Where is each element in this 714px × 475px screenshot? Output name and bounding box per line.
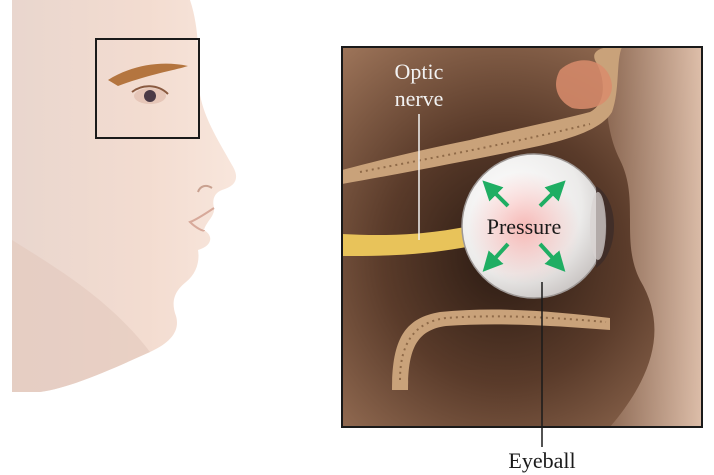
cornea-highlight <box>590 192 606 260</box>
eyeball-label: Eyeball <box>508 448 575 473</box>
iris-profile <box>144 90 156 102</box>
cross-section-panel: Pressure Optic nerve <box>342 47 702 427</box>
head-profile <box>12 0 236 392</box>
optic-nerve-label-line1: Optic <box>395 59 444 84</box>
optic-nerve-label-line2: nerve <box>395 86 444 111</box>
pressure-label: Pressure <box>487 214 562 239</box>
